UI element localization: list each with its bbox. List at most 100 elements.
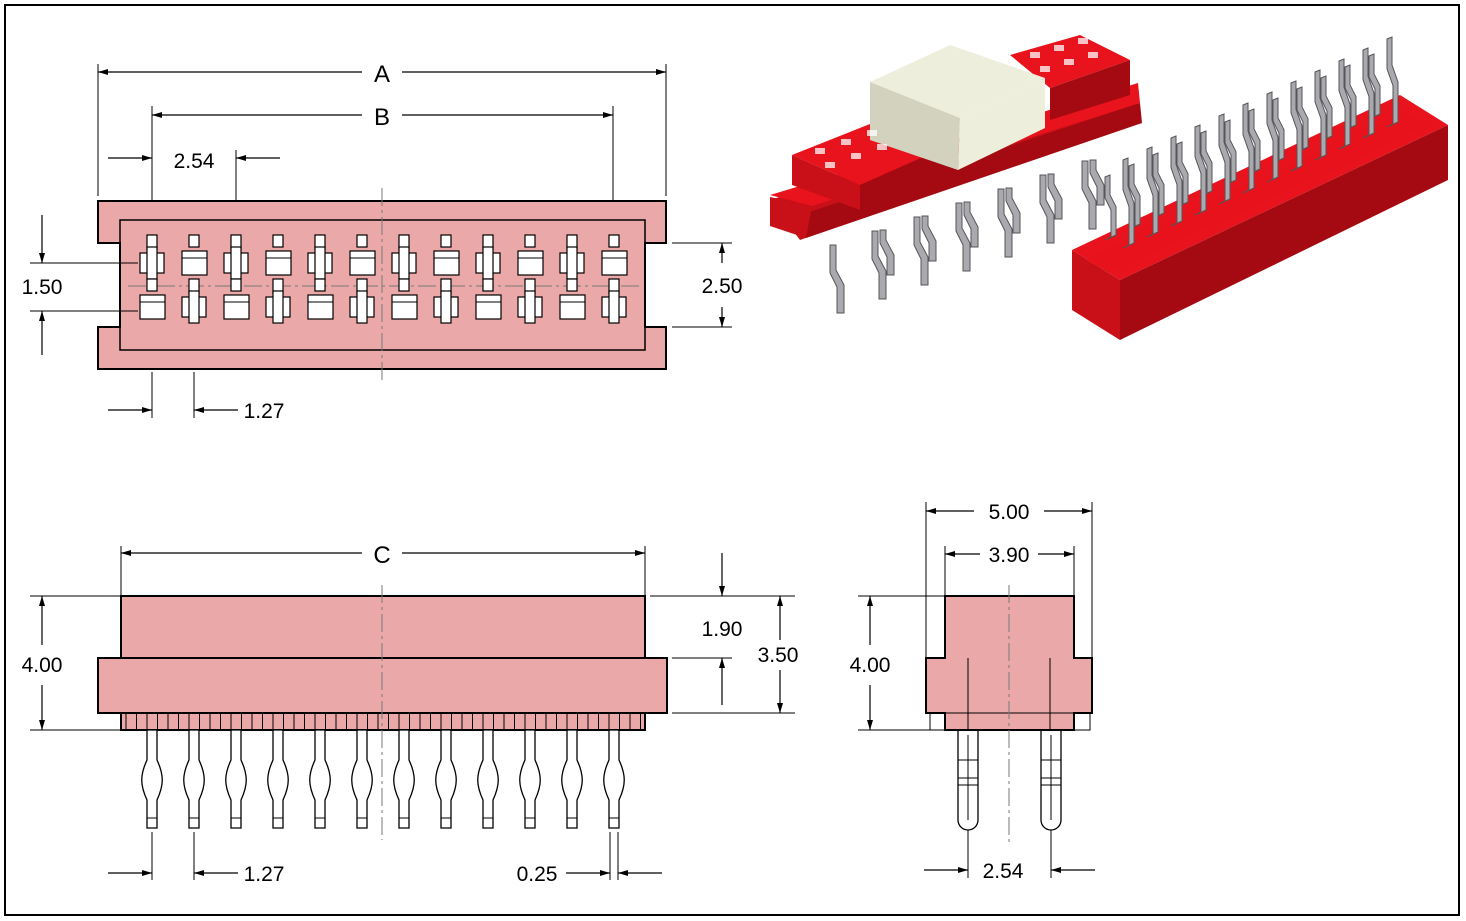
- outer-width-dimension: 5.00: [989, 501, 1030, 524]
- side-height-dimension: 4.00: [850, 654, 891, 677]
- upper-height-dimension: 1.90: [702, 618, 743, 641]
- contact-blade: [482, 246, 494, 280]
- socket-hole: [1040, 66, 1050, 72]
- contact-tab: [566, 278, 578, 292]
- iso-contact: [1296, 86, 1309, 153]
- iso-contact: [1362, 47, 1375, 139]
- contact-socket: [181, 250, 208, 276]
- contact-socket: [475, 294, 502, 320]
- iso-contact: [1104, 174, 1117, 241]
- contact-tab: [440, 234, 452, 248]
- iso-lead: [1005, 187, 1021, 234]
- iso-lead: [963, 201, 979, 248]
- socket-hole: [867, 130, 877, 136]
- lead: [561, 729, 583, 829]
- socket-hole: [841, 139, 851, 145]
- socket-hole: [851, 153, 861, 159]
- lead-pitch-dimension: 2.54: [983, 860, 1024, 883]
- side-view: 5.00 3.90 4.00: [850, 501, 1095, 883]
- socket-hole: [1030, 52, 1040, 58]
- iso-lead: [955, 202, 971, 272]
- contact-socket: [265, 250, 292, 276]
- iso-lead: [1047, 173, 1063, 220]
- inner-width-dimension: 3.90: [989, 544, 1030, 567]
- iso-contact: [1272, 97, 1285, 164]
- contact-blade: [398, 246, 410, 280]
- contact-array: [139, 234, 628, 324]
- iso-contact: [1344, 64, 1357, 131]
- contact-socket: [391, 294, 418, 320]
- lead: [141, 729, 163, 829]
- iso-lead: [1039, 174, 1055, 244]
- socket-hole: [877, 144, 887, 150]
- drawing-frame: [4, 4, 1460, 916]
- row-pitch-dimension: 2.50: [702, 275, 743, 298]
- contact-tab: [398, 278, 410, 292]
- dimension-b-label: B: [374, 104, 390, 131]
- iso-contact: [1122, 157, 1135, 249]
- body-height-dimension: 3.50: [758, 644, 799, 667]
- contact-blade: [272, 290, 284, 324]
- iso-lead: [997, 188, 1013, 258]
- front-view: C 4.00 1.90 3.50 1.27 0.: [22, 542, 799, 886]
- contact-tab: [230, 278, 242, 292]
- lead: [519, 729, 541, 829]
- iso-lead: [871, 230, 887, 300]
- socket-hole: [1054, 45, 1064, 51]
- contact-tab: [524, 234, 536, 248]
- contact-socket: [139, 294, 166, 320]
- lead-width-dimension: 0.25: [517, 863, 558, 886]
- iso-contact: [1320, 75, 1333, 142]
- iso-lead: [879, 229, 895, 276]
- iso-contact: [1218, 113, 1231, 205]
- lead: [225, 729, 247, 829]
- contact-tab: [608, 234, 620, 248]
- contact-socket: [433, 250, 460, 276]
- iso-contact: [1266, 91, 1279, 183]
- leads: [141, 729, 625, 829]
- contact-blade: [566, 246, 578, 280]
- iso-contact: [1224, 119, 1237, 186]
- contact-tab: [356, 234, 368, 248]
- contact-socket: [601, 250, 628, 276]
- iso-contact: [1290, 80, 1303, 172]
- contact-socket: [517, 250, 544, 276]
- lead: [477, 729, 499, 829]
- iso-contact: [1248, 108, 1261, 175]
- socket-hole: [825, 162, 835, 168]
- iso-contact: [1128, 163, 1141, 230]
- dimension-c-label: C: [373, 542, 390, 569]
- contact-tab: [482, 278, 494, 292]
- iso-lead: [1089, 159, 1105, 206]
- isometric-connector-open: [1072, 36, 1448, 340]
- iso-lead: [829, 244, 845, 314]
- iso-contact: [1200, 130, 1213, 197]
- total-height-dimension: 4.00: [22, 654, 63, 677]
- socket-hole: [815, 148, 825, 154]
- contact-blade: [524, 290, 536, 324]
- contact-socket: [349, 250, 376, 276]
- iso-contact: [1152, 152, 1165, 219]
- lead: [435, 729, 457, 829]
- contact-blade: [230, 246, 242, 280]
- iso-contact: [1338, 58, 1351, 150]
- iso-contact: [1242, 102, 1255, 194]
- stagger-dimension-top: 1.27: [244, 400, 285, 423]
- contact-tab: [146, 278, 158, 292]
- iso-contact: [1170, 135, 1183, 227]
- socket-hole: [1088, 52, 1098, 58]
- stagger-dimension-front: 1.27: [244, 863, 285, 886]
- dimension-a-label: A: [374, 61, 390, 88]
- lead: [183, 729, 205, 829]
- socket-hole: [1078, 38, 1088, 44]
- lead: [351, 729, 373, 829]
- contact-socket: [223, 294, 250, 320]
- contact-blade: [188, 290, 200, 324]
- contact-socket: [307, 294, 334, 320]
- contact-blade: [356, 290, 368, 324]
- isometric-connector-with-cover: [770, 35, 1142, 314]
- contact-blade: [608, 290, 620, 324]
- pin-slots: [125, 713, 641, 730]
- lead: [309, 729, 331, 829]
